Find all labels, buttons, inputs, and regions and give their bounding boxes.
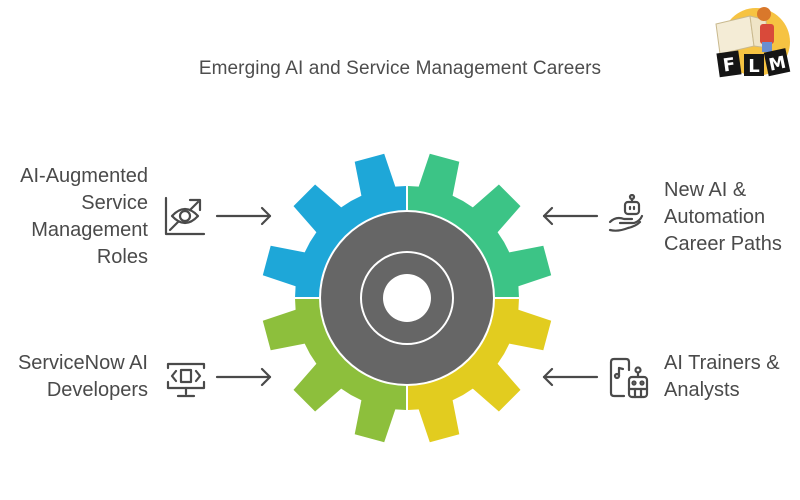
eye-analytics-icon — [164, 196, 206, 236]
code-monitor-icon — [166, 362, 206, 398]
arrow-left-top — [542, 206, 599, 226]
label-ai-augmented: AI-Augmented Service Management Roles — [20, 165, 148, 268]
robot-hand-icon — [608, 194, 644, 232]
arrow-right-bottom — [215, 367, 272, 387]
arrow-right-top — [215, 206, 272, 226]
diagram-title: Emerging AI and Service Management Caree… — [198, 58, 602, 79]
flm-logo: F L M — [715, 7, 791, 78]
hub-hole — [383, 274, 431, 322]
svg-text:L: L — [748, 56, 759, 77]
svg-text:F: F — [722, 54, 737, 77]
label-ai-trainers: AI Trainers & Analysts — [664, 352, 780, 401]
music-robot-icon — [609, 357, 649, 399]
label-servicenow-developers: ServiceNow AI Developers — [17, 352, 148, 401]
hub-ring — [360, 251, 454, 345]
label-new-ai-automation: New AI & Automation Career Paths — [664, 179, 782, 255]
arrow-left-bottom — [542, 367, 599, 387]
svg-text:M: M — [767, 53, 788, 76]
